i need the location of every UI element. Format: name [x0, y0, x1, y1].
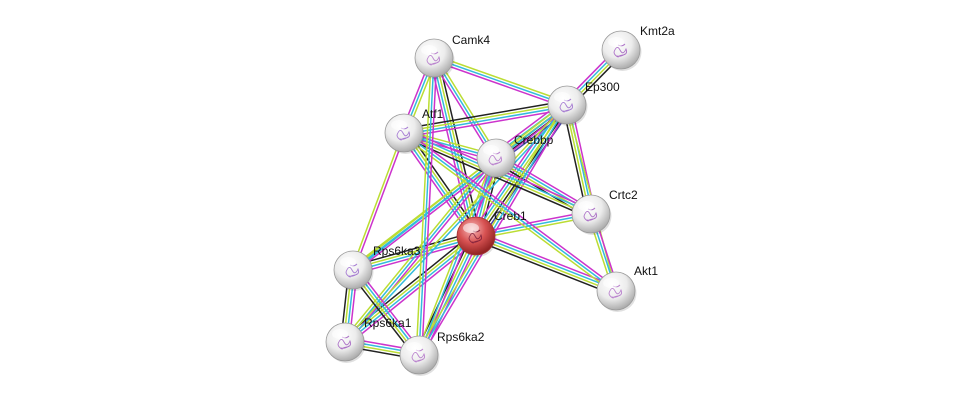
edge-evidence-coexpression	[341, 232, 474, 340]
edge-evidence-databases	[404, 105, 568, 136]
edge-evidence-textmining	[476, 216, 592, 240]
edge-evidence-coexpression	[351, 231, 476, 267]
edge-evidence-experiments	[432, 59, 567, 109]
node-rps6ka3[interactable]: Rps6ka3	[333, 244, 421, 291]
edge-evidence-experiments	[475, 210, 591, 234]
node-sphere	[476, 138, 516, 178]
node-highlight	[608, 37, 624, 47]
node-label: Camk4	[452, 33, 490, 47]
edge-ep300-rps6ka1[interactable]	[343, 103, 569, 344]
node-sphere	[456, 216, 496, 256]
node-highlight	[554, 92, 570, 102]
edge-evidence-textmining	[350, 132, 404, 270]
node-kmt2a[interactable]: Kmt2a	[601, 24, 675, 71]
edge-evidence-experiments	[346, 159, 499, 345]
node-ep300[interactable]: Ep300	[547, 80, 620, 126]
edge-evidence-textmining	[343, 234, 476, 342]
edge-evidence-experiments	[405, 130, 619, 290]
edge-evidence-experiments	[354, 106, 570, 273]
node-label: Kmt2a	[640, 24, 675, 38]
edge-creb1-akt1[interactable]	[474, 231, 618, 296]
nodes-layer: Creb1CrebbpEp300Kmt2aCamk4Atf1Crtc2Akt1R…	[325, 24, 675, 376]
node-sphere	[547, 85, 587, 125]
node-label: Rps6ka1	[364, 316, 412, 330]
edge-evidence-experiments	[430, 59, 495, 160]
edge-evidence-databases	[353, 236, 477, 273]
node-sphere	[325, 322, 365, 362]
edge-evidence-coexpression	[437, 56, 481, 236]
edge-atf1-rps6ka3[interactable]	[350, 132, 407, 271]
edge-evidence-databases	[418, 157, 497, 356]
node-label: Rps6ka2	[437, 330, 485, 344]
edge-evidence-experiments	[420, 106, 571, 357]
node-label: Creb1	[494, 209, 527, 223]
node-label: Atf1	[422, 107, 444, 121]
node-highlight	[332, 329, 348, 339]
node-label: Crebbp	[514, 133, 554, 147]
node-label: Rps6ka3	[373, 244, 421, 258]
edge-evidence-experiments	[404, 108, 568, 138]
edge-ep300-rps6ka3[interactable]	[350, 102, 570, 273]
edge-evidence-databases	[344, 157, 497, 343]
edge-evidence-textmining	[435, 56, 500, 157]
edge-atf1-akt1[interactable]	[401, 130, 619, 294]
node-sphere	[399, 335, 439, 375]
node-label: Akt1	[634, 264, 658, 278]
edge-ep300-camk4[interactable]	[432, 54, 569, 109]
edge-evidence-textmining	[415, 57, 432, 355]
node-label: Ep300	[585, 80, 620, 94]
edge-evidence-textmining	[352, 233, 476, 270]
node-highlight	[483, 145, 499, 155]
edge-evidence-textmining	[475, 236, 616, 294]
node-akt1[interactable]: Akt1	[596, 264, 658, 312]
edge-evidence-textmining	[401, 134, 615, 294]
node-sphere	[601, 30, 641, 70]
edge-evidence-databases	[433, 57, 497, 159]
node-sphere	[333, 250, 373, 290]
edge-evidence-textmining	[342, 155, 495, 341]
node-atf1[interactable]: Atf1	[384, 107, 444, 154]
edge-evidence-textmining	[434, 54, 569, 104]
node-label: Crtc2	[609, 188, 638, 202]
edge-evidence-databases	[418, 57, 435, 356]
edge-evidence-databases	[431, 58, 476, 237]
edge-evidence-textmining	[475, 104, 568, 237]
node-sphere	[571, 194, 611, 234]
node-highlight	[391, 120, 407, 130]
edge-crebbp-rps6ka1[interactable]	[342, 155, 499, 345]
node-crebbp[interactable]: Crebbp	[476, 133, 554, 179]
node-sphere	[384, 113, 424, 153]
edge-evidence-databases	[402, 133, 476, 238]
node-camk4[interactable]: Camk4	[414, 33, 490, 79]
edge-evidence-databases	[476, 233, 617, 291]
node-crtc2[interactable]: Crtc2	[571, 188, 638, 235]
edge-evidence-databases	[403, 132, 617, 292]
node-highlight	[603, 278, 619, 288]
node-sphere	[596, 271, 636, 311]
edge-camk4-rps6ka2[interactable]	[415, 57, 438, 356]
edge-evidence-databases	[433, 57, 568, 106]
edge-evidence-experiments	[421, 58, 438, 356]
edge-evidence-coexpression	[474, 239, 615, 296]
node-highlight	[340, 257, 356, 267]
node-highlight	[406, 342, 422, 352]
edge-evidence-textmining	[350, 102, 566, 269]
edge-evidence-textmining	[343, 103, 567, 342]
node-sphere	[414, 38, 454, 78]
edge-evidence-experiments	[353, 133, 407, 271]
node-highlight	[463, 223, 479, 233]
edge-evidence-textmining	[404, 131, 478, 236]
node-rps6ka1[interactable]: Rps6ka1	[325, 316, 412, 363]
node-rps6ka2[interactable]: Rps6ka2	[399, 330, 485, 376]
edge-evidence-databases	[345, 105, 569, 344]
node-highlight	[578, 201, 594, 211]
edge-evidence-databases	[352, 104, 568, 271]
node-creb1[interactable]: Creb1	[456, 209, 527, 257]
edge-crebbp-camk4[interactable]	[430, 56, 500, 160]
node-highlight	[421, 45, 437, 55]
